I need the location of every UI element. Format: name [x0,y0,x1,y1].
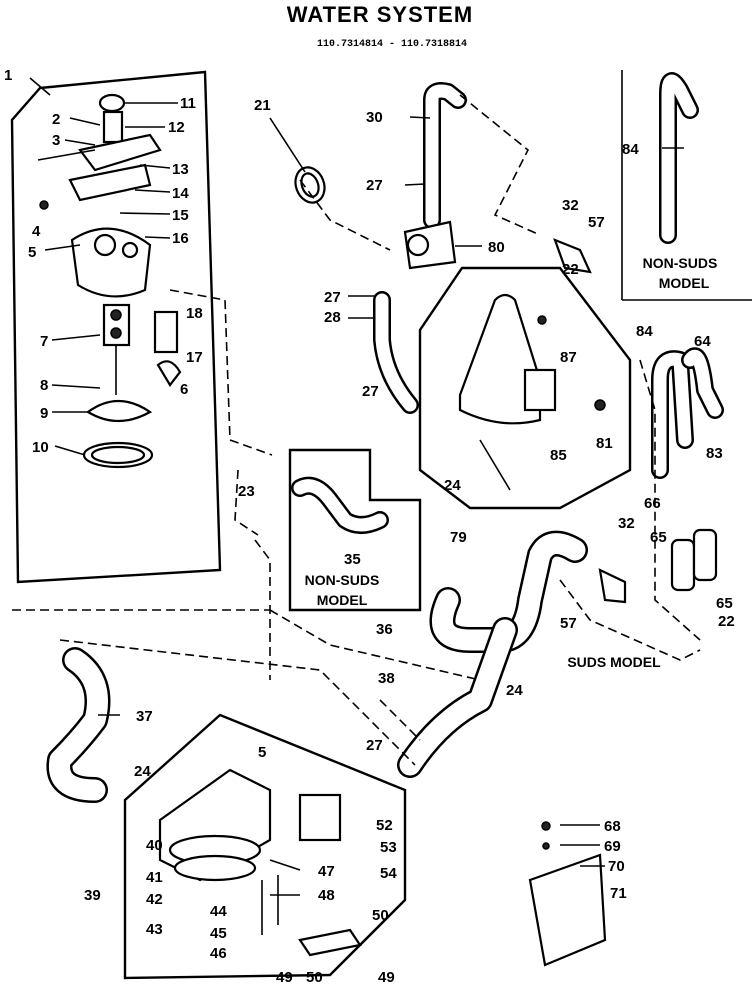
callout: 44 [210,903,227,920]
callout: 83 [706,445,723,462]
callout: 1 [4,67,12,84]
callout: 79 [450,529,467,546]
callout: 65 [650,529,667,546]
callout: 4 [32,223,41,240]
callout: 81 [596,435,613,452]
callout: 68 [604,818,621,835]
drain-hoses-group [46,530,627,803]
callout: 84 [636,323,653,340]
callout: 27 [362,383,379,400]
pump-assembly-group [123,713,407,980]
callout: 8 [40,377,48,394]
callout: 14 [172,185,189,202]
callout: 17 [186,349,203,366]
callout: 21 [254,97,271,114]
callout: 47 [318,863,335,880]
callout: 27 [366,177,383,194]
suds-model-label: SUDS MODEL [567,654,661,670]
callout: 11 [180,95,196,112]
callout: 71 [610,885,627,902]
callout: 46 [210,945,227,962]
callout: 5 [28,244,36,261]
callout: 5 [258,744,266,761]
callout: 12 [168,119,185,136]
callout: 35 [344,551,361,568]
bracket-group [528,821,607,967]
callout: 6 [180,381,188,398]
callout: 85 [550,447,567,464]
callout: 3 [52,132,60,149]
callout: 30 [366,109,383,126]
callout: 24 [134,763,151,780]
callout: 43 [146,921,163,938]
callout: 70 [608,858,625,875]
callout-numbers: 1 2 3 4 5 6 7 8 9 10 11 12 13 14 15 16 1… [4,67,735,986]
callout: 64 [694,333,711,350]
callout: 50 [372,907,389,924]
callout: 22 [718,613,735,630]
diagram-title: WATER SYSTEM [287,2,473,27]
callout: 84 [622,141,639,158]
callout: 87 [560,349,577,366]
callout: 80 [488,239,505,256]
callout: 27 [366,737,383,754]
inlet-hoses-group [294,82,592,414]
callout: 48 [318,887,335,904]
non-suds-label-right: NON-SUDS [643,255,718,271]
callout: 57 [560,615,577,632]
callout: 7 [40,333,48,350]
callout-leaders [29,77,684,896]
model-numbers: 110.7314814 - 110.7318814 [317,39,467,50]
callout: 41 [146,869,163,886]
callout: 37 [136,708,153,725]
callout: 10 [32,439,49,456]
callout: 39 [84,887,101,904]
callout: 50 [306,969,323,986]
callout: 54 [380,865,397,882]
callout: 28 [324,309,341,326]
callout: 23 [238,483,255,500]
model-label-right: MODEL [659,275,710,291]
callout: 36 [376,621,393,638]
callout: 22 [562,261,579,278]
callout: 45 [210,925,227,942]
callout: 24 [506,682,523,699]
callout: 66 [644,495,661,512]
callout: 18 [186,305,203,322]
callout: 38 [378,670,395,687]
right-hoses-group [621,70,752,592]
callout: 49 [378,969,395,986]
callout: 32 [562,197,579,214]
callout: 32 [618,515,635,532]
callout: 57 [588,214,605,231]
model-label-center: MODEL [317,592,368,608]
callout: 2 [52,111,60,128]
non-suds-label-center: NON-SUDS [305,572,380,588]
callout: 13 [172,161,189,178]
callout: 69 [604,838,621,855]
callout: 42 [146,891,163,908]
callout: 27 [324,289,341,306]
callout: 49 [276,969,293,986]
callout: 52 [376,817,393,834]
callout: 15 [172,207,189,224]
valve-assembly-group [10,70,222,584]
callout: 9 [40,405,48,422]
tub-pump-group [418,266,632,510]
callout: 40 [146,837,163,854]
callout: 24 [444,477,461,494]
callout: 16 [172,230,189,247]
dashed-leaders [12,94,701,766]
callout: 65 [716,595,733,612]
non-suds-model-box [288,448,422,612]
callout: 53 [380,839,397,856]
